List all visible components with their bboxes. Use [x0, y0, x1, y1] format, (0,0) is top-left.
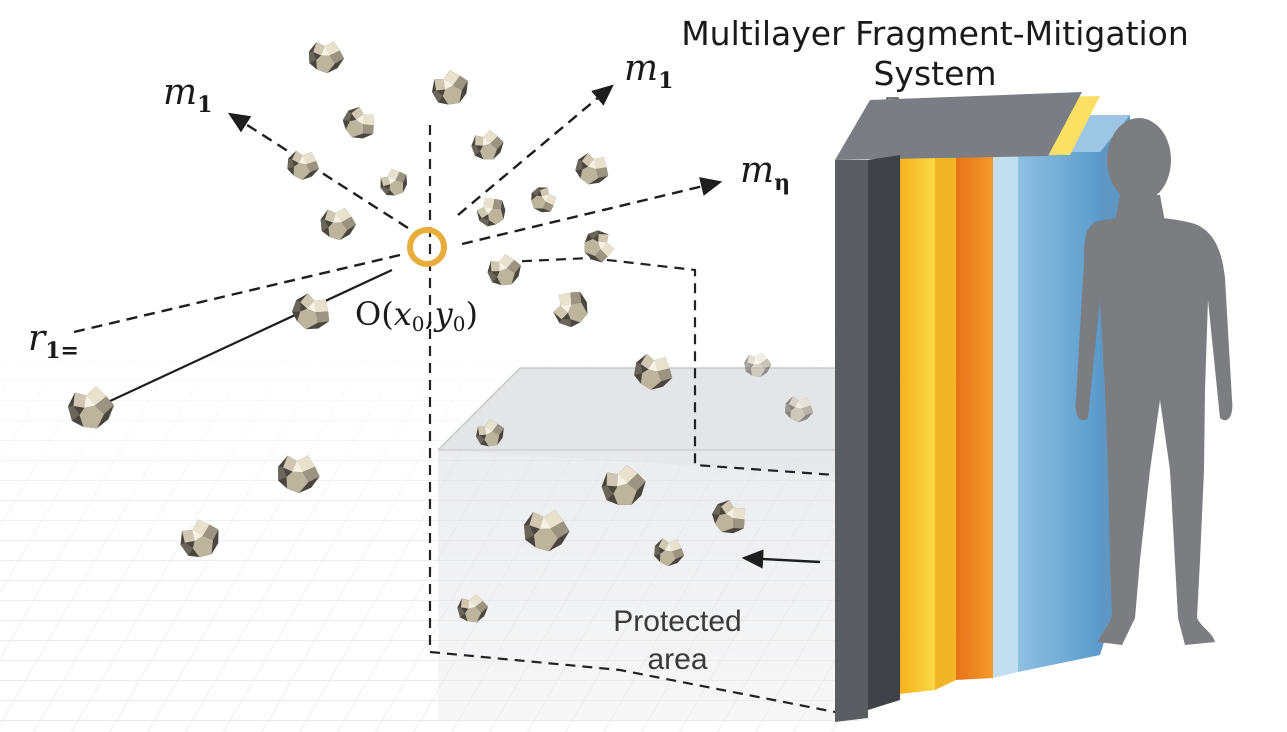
origin-x: x [394, 295, 412, 333]
m1-left-symbol: m [163, 72, 197, 113]
mn-subscript: η [774, 170, 790, 196]
fragment-icon [526, 182, 561, 218]
fragment-icon [484, 251, 525, 290]
title-line-1: Multilayer Fragment-Mitigation [680, 14, 1190, 54]
fragment-icon [284, 146, 323, 183]
protected-area-label: Protected area [585, 603, 770, 679]
fragment-icon [469, 128, 506, 163]
fragment-icon [306, 38, 346, 75]
fragment-icon [427, 66, 474, 111]
fragment-icon [319, 206, 357, 242]
m1-right-subscript: 1 [658, 68, 673, 94]
origin-x-sub: 0 [412, 312, 425, 336]
origin-sep: , [425, 295, 435, 333]
origin-suffix: ) [465, 295, 477, 333]
layer-orange [956, 155, 993, 680]
layer-yellow [900, 155, 935, 694]
origin-y: y [435, 295, 453, 333]
label-mn: mη [740, 150, 790, 196]
origin-label: O(x0,y0) [355, 295, 478, 336]
protected-line-2: area [585, 641, 770, 679]
diagram-title: Multilayer Fragment-Mitigation System [680, 14, 1190, 94]
r1-symbol: r [28, 318, 45, 359]
label-r1: r1= [28, 318, 79, 364]
r1-subscript: 1= [45, 338, 79, 364]
label-m1-left: m1 [163, 72, 212, 118]
fragment-icon [337, 101, 383, 147]
fragment-icon [375, 164, 413, 201]
origin-y-sub: 0 [453, 312, 466, 336]
fragment-icon [571, 148, 615, 190]
fragment-icon [286, 287, 338, 337]
label-m1-right: m1 [624, 48, 673, 94]
mn-symbol: m [740, 150, 774, 191]
m1-right-symbol: m [624, 48, 658, 89]
fragment-icon [547, 284, 595, 333]
fragment-icon [471, 191, 512, 232]
layer-dark [835, 160, 868, 722]
protected-line-1: Protected [585, 603, 770, 641]
origin-prefix: O( [355, 295, 394, 333]
layer-light-blue [993, 155, 1018, 678]
m1-left-subscript: 1 [197, 92, 212, 118]
title-line-2: System [680, 54, 1190, 94]
origin-ring-icon [410, 230, 444, 264]
